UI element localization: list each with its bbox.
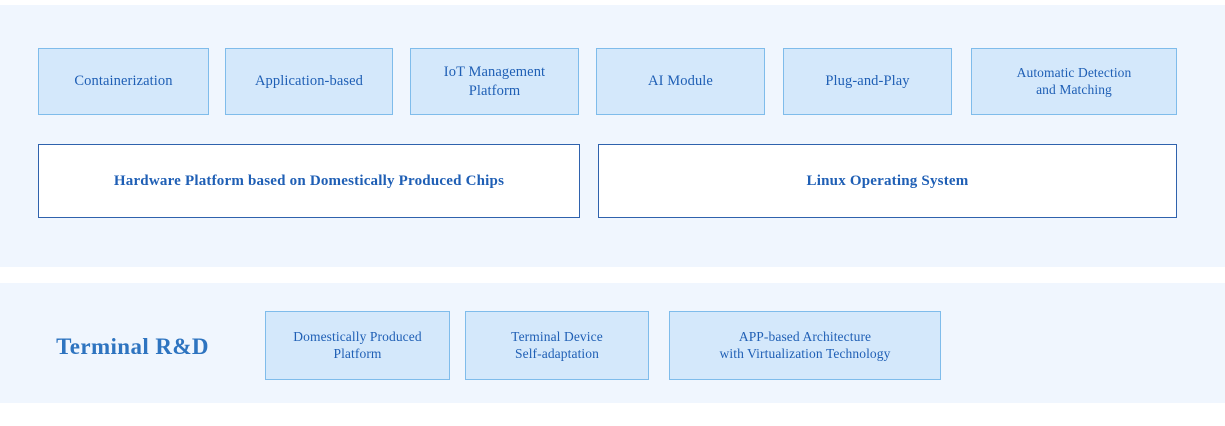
capability-card-app-based-architecture[interactable]: APP-based Architecture with Virtualizati…	[669, 311, 941, 380]
platform-box-label: Linux Operating System	[806, 172, 969, 189]
capability-card-label: IoT Management Platform	[443, 64, 546, 99]
capability-card-domestically-produced-platform[interactable]: Domestically Produced Platform	[265, 311, 450, 380]
platform-box-hardware[interactable]: Hardware Platform based on Domestically …	[38, 144, 580, 218]
capability-card-label: Plug-and-Play	[825, 73, 910, 90]
section-label-terminal-rd: Terminal R&D	[40, 325, 225, 369]
capability-card-containerization[interactable]: Containerization	[38, 48, 209, 115]
capability-card-iot-management-platform[interactable]: IoT Management Platform	[410, 48, 579, 115]
capability-card-ai-module[interactable]: AI Module	[596, 48, 765, 115]
capability-card-automatic-detection-and-matching[interactable]: Automatic Detection and Matching	[971, 48, 1177, 115]
platform-box-label: Hardware Platform based on Domestically …	[113, 172, 505, 189]
capability-card-plug-and-play[interactable]: Plug-and-Play	[783, 48, 952, 115]
capability-card-label: Application-based	[254, 73, 363, 90]
capability-card-terminal-device-self-adaptation[interactable]: Terminal Device Self-adaptation	[465, 311, 649, 380]
capability-card-application-based[interactable]: Application-based	[225, 48, 393, 115]
capability-card-label: APP-based Architecture with Virtualizati…	[719, 328, 891, 361]
capability-card-label: Containerization	[74, 73, 173, 90]
upper-section-band	[0, 5, 1225, 267]
platform-box-operating-system[interactable]: Linux Operating System	[598, 144, 1177, 218]
capability-card-label: AI Module	[648, 73, 713, 90]
section-label-text: Terminal R&D	[56, 334, 209, 359]
capability-card-label: Domestically Produced Platform	[293, 328, 422, 361]
capability-card-label: Terminal Device Self-adaptation	[511, 328, 603, 361]
capability-card-label: Automatic Detection and Matching	[1016, 64, 1132, 97]
